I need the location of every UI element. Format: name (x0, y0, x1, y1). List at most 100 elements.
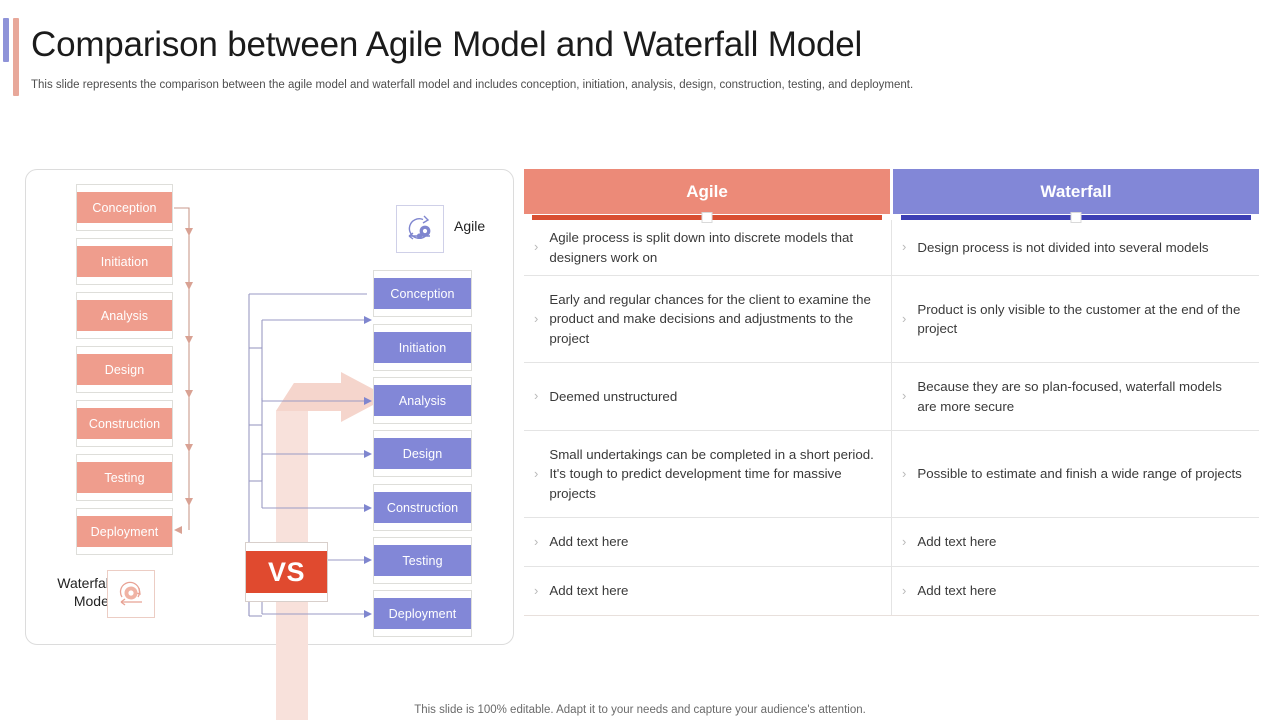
table-cell-agile[interactable]: › Early and regular chances for the clie… (524, 276, 892, 362)
stage-label: Conception (92, 200, 157, 215)
stage-band (77, 462, 172, 493)
waterfall-model-label: Waterfall Model (34, 575, 112, 610)
stage-label: Initiation (398, 340, 447, 355)
cell-text: Small undertakings can be completed in a… (549, 447, 874, 501)
header-knob (1070, 212, 1082, 223)
table-row: › Add text here › Add text here (524, 518, 1259, 567)
cell-text: Agile process is split down into discret… (549, 230, 854, 265)
stage-band (374, 332, 471, 363)
stage-label: Initiation (100, 254, 149, 269)
agile-stage-design[interactable]: Design (373, 430, 472, 477)
stage-label: Design (402, 446, 443, 461)
waterfall-label-line1: Waterfall (57, 575, 112, 591)
table-cell-agile[interactable]: › Small undertakings can be completed in… (524, 431, 892, 517)
stage-band (77, 246, 172, 277)
table-row: › Small undertakings can be completed in… (524, 431, 1259, 518)
table-cell-waterfall[interactable]: › Product is only visible to the custome… (892, 276, 1259, 362)
waterfall-label-line2: Model (73, 592, 112, 609)
bullet-chevron-icon: › (902, 533, 907, 549)
cell-text: Add text here (549, 534, 629, 550)
waterfall-stage-initiation[interactable]: Initiation (76, 238, 173, 285)
cell-text: Add text here (917, 583, 997, 599)
table-header-waterfall-label: Waterfall (1040, 181, 1112, 201)
diagram-panel: Conception Initiation Analysis Design Co… (25, 169, 514, 720)
table-header-agile[interactable]: Agile (524, 169, 890, 223)
table-cell-agile[interactable]: › Add text here (524, 518, 892, 566)
waterfall-stage-analysis[interactable]: Analysis (76, 292, 173, 339)
stage-label: Analysis (398, 393, 447, 408)
agile-stage-analysis[interactable]: Analysis (373, 377, 472, 424)
stage-label: Construction (88, 416, 161, 431)
agile-stage-construction[interactable]: Construction (373, 484, 472, 531)
waterfall-stage-conception[interactable]: Conception (76, 184, 173, 231)
table-cell-agile[interactable]: › Deemed unstructured (524, 363, 892, 430)
bullet-chevron-icon: › (902, 465, 907, 481)
stage-label: Deployment (388, 606, 457, 621)
cell-text: Add text here (917, 534, 997, 550)
stage-label: Conception (390, 286, 455, 301)
agile-stage-testing[interactable]: Testing (373, 537, 472, 584)
header-knob (701, 212, 713, 223)
agile-model-label: Agile (454, 218, 486, 234)
stage-band (374, 545, 471, 576)
cell-text: Product is only visible to the customer … (917, 301, 1241, 336)
bullet-chevron-icon: › (534, 388, 539, 404)
table-body: › Agile process is split down into discr… (524, 220, 1259, 645)
stage-label: Construction (386, 500, 459, 515)
waterfall-stage-construction[interactable]: Construction (76, 400, 173, 447)
waterfall-stage-design[interactable]: Design (76, 346, 173, 393)
table-cell-waterfall[interactable]: › Because they are so plan-focused, wate… (892, 363, 1259, 430)
stage-label: Testing (104, 470, 145, 485)
stage-label: Analysis (100, 308, 149, 323)
table-cell-waterfall[interactable]: › Add text here (892, 518, 1259, 566)
vs-badge: VS (245, 542, 328, 602)
stage-band (374, 278, 471, 309)
cell-text: Possible to estimate and finish a wide r… (917, 466, 1242, 482)
stage-band (77, 516, 172, 547)
bullet-chevron-icon: › (902, 388, 907, 404)
bullet-chevron-icon: › (534, 582, 539, 598)
stage-band (77, 408, 172, 439)
bullet-chevron-icon: › (534, 310, 539, 326)
table-row: › Deemed unstructured › Because they are… (524, 363, 1259, 431)
bullet-chevron-icon: › (534, 533, 539, 549)
cell-text: Design process is not divided into sever… (917, 239, 1209, 255)
stage-band (374, 598, 471, 629)
page-subtitle: This slide represents the comparison bet… (31, 79, 914, 91)
waterfall-stage-testing[interactable]: Testing (76, 454, 173, 501)
stage-band (77, 192, 172, 223)
table-cell-waterfall[interactable]: › Possible to estimate and finish a wide… (892, 431, 1259, 517)
bullet-chevron-icon: › (902, 582, 907, 598)
cell-text: Because they are so plan-focused, waterf… (917, 379, 1222, 414)
table-cell-waterfall[interactable]: › Design process is not divided into sev… (892, 220, 1259, 275)
bullet-chevron-icon: › (902, 310, 907, 326)
waterfall-cycle-gear-icon (107, 570, 155, 618)
comparison-table: Agile Waterfall › Agile process is split… (524, 169, 1259, 645)
table-row: › Early and regular chances for the clie… (524, 276, 1259, 363)
table-cell-agile[interactable]: › Agile process is split down into discr… (524, 220, 892, 275)
bullet-chevron-icon: › (534, 465, 539, 481)
table-cell-agile[interactable]: › Add text here (524, 567, 892, 615)
cell-text: Early and regular chances for the client… (549, 292, 871, 346)
bullet-chevron-icon: › (534, 239, 539, 255)
table-header-row: Agile Waterfall (524, 169, 1259, 223)
bullet-chevron-icon: › (902, 239, 907, 255)
agile-cycle-gear-icon (396, 205, 444, 253)
stage-band (374, 492, 471, 523)
page-title: Comparison between Agile Model and Water… (31, 25, 863, 64)
waterfall-stage-deployment[interactable]: Deployment (76, 508, 173, 555)
agile-stage-deployment[interactable]: Deployment (373, 590, 472, 637)
stage-band (374, 385, 471, 416)
accent-bar-purple (3, 18, 9, 62)
table-cell-waterfall[interactable]: › Add text here (892, 567, 1259, 615)
stage-band (77, 300, 172, 331)
agile-stage-conception[interactable]: Conception (373, 270, 472, 317)
stage-label: Deployment (90, 524, 159, 539)
agile-stage-initiation[interactable]: Initiation (373, 324, 472, 371)
vs-band (246, 551, 327, 593)
table-header-agile-label: Agile (686, 181, 728, 201)
table-header-waterfall[interactable]: Waterfall (893, 169, 1259, 223)
stage-label: Design (104, 362, 145, 377)
stage-band (374, 438, 471, 469)
